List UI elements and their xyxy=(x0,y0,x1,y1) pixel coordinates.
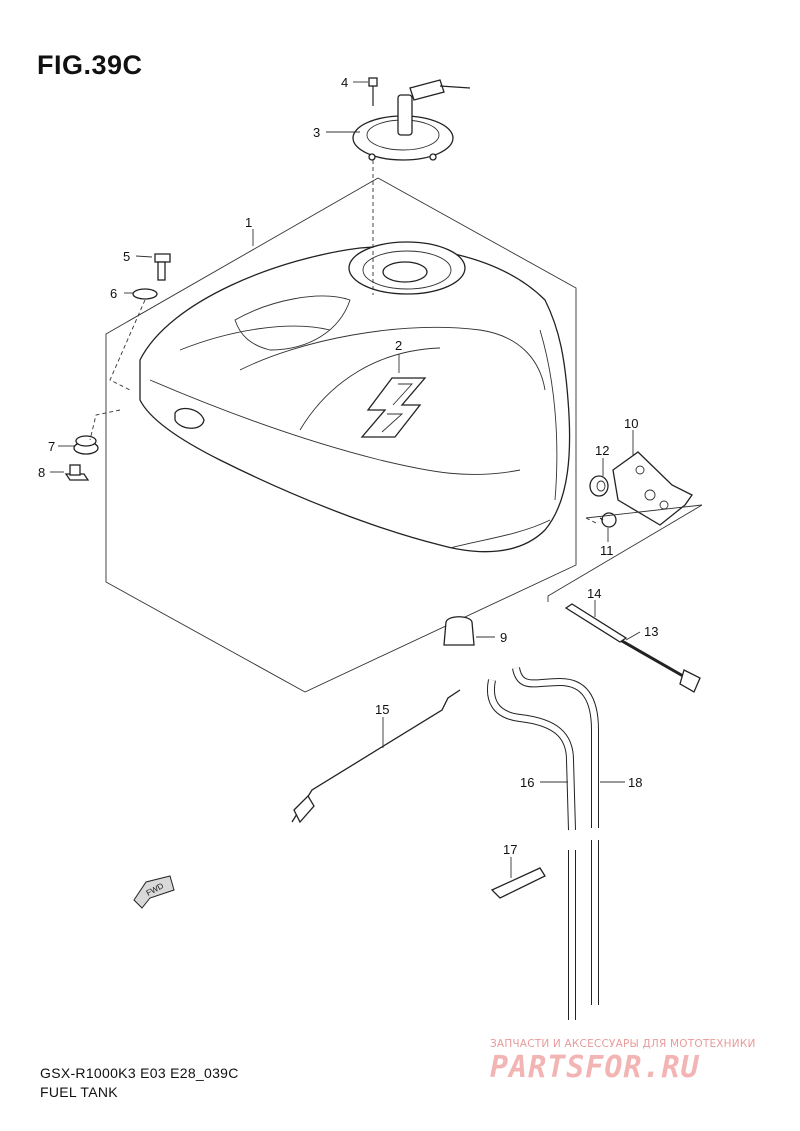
callout-7: 7 xyxy=(48,439,55,454)
figure-title: FIG.39C xyxy=(37,50,143,80)
cushion-nut xyxy=(589,475,609,497)
rubber-cap xyxy=(443,616,475,646)
breather-hose-18 xyxy=(512,666,599,1005)
callout-11: 11 xyxy=(600,543,614,558)
fuel-cap xyxy=(352,79,471,161)
callout-2: 2 xyxy=(395,338,402,353)
leader-line xyxy=(625,631,641,641)
assembly-outline xyxy=(547,504,703,602)
callout-10: 10 xyxy=(624,416,638,431)
assembly-outline xyxy=(105,177,577,693)
callout-5: 5 xyxy=(123,249,130,264)
cushion xyxy=(73,435,99,455)
callout-13: 13 xyxy=(644,624,658,639)
bracket-bolt xyxy=(599,512,617,528)
callout-16: 16 xyxy=(520,775,534,790)
hose-clamp xyxy=(490,867,546,899)
washer xyxy=(132,288,158,300)
leader-line xyxy=(135,255,153,258)
cap-bolt xyxy=(368,77,378,106)
callout-15: 15 xyxy=(375,702,389,717)
callout-14: 14 xyxy=(587,586,601,601)
callout-18: 18 xyxy=(628,775,642,790)
watermark-logo: PARTSFOR.RU xyxy=(490,1050,700,1085)
centerline xyxy=(89,409,121,441)
collar xyxy=(64,464,90,481)
callout-12: 12 xyxy=(595,443,609,458)
long-bolt xyxy=(614,635,701,693)
callout-8: 8 xyxy=(38,465,45,480)
drain-hose xyxy=(291,689,461,824)
centerline xyxy=(585,517,599,525)
callout-6: 6 xyxy=(110,286,117,301)
figure-name: FUEL TANK xyxy=(40,1084,118,1100)
assembly-outline xyxy=(585,504,703,519)
tank-bracket xyxy=(612,451,693,526)
callout-1: 1 xyxy=(245,215,252,230)
model-code: GSX-R1000K3 E03 E28_039C xyxy=(40,1065,239,1081)
forward-arrow-icon: FWD xyxy=(133,875,175,909)
spacer-collar xyxy=(564,603,628,643)
centerline xyxy=(109,299,146,391)
callout-17: 17 xyxy=(503,842,517,857)
fuel-tank xyxy=(139,241,571,553)
emblem xyxy=(360,377,427,438)
breather-hose-16 xyxy=(487,679,576,1020)
watermark-tagline: ЗАПЧАСТИ И АКСЕССУАРЫ ДЛЯ МОТОТЕХНИКИ xyxy=(490,1038,756,1050)
callout-3: 3 xyxy=(313,125,320,140)
tank-bolt xyxy=(154,253,171,281)
callout-9: 9 xyxy=(500,630,507,645)
callout-4: 4 xyxy=(341,75,348,90)
